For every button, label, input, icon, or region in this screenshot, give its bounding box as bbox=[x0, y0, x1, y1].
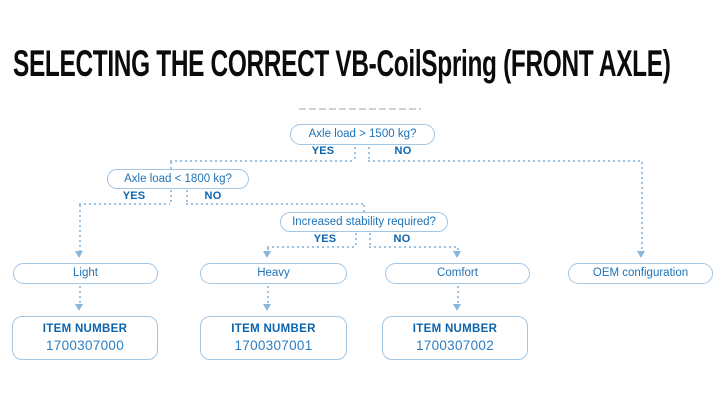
q1-no-drop-line bbox=[641, 162, 643, 251]
q3-no-label: NO bbox=[393, 233, 411, 245]
q1-no-label: NO bbox=[394, 145, 412, 157]
arrowhead-down-item3-icon bbox=[453, 304, 461, 311]
item-number-value: 1700307001 bbox=[234, 338, 313, 353]
question-axle-load-1800: Axle load < 1800 kg? bbox=[107, 169, 249, 189]
arrowhead-down-item1-icon bbox=[75, 304, 83, 311]
q2-no-stub-line bbox=[186, 190, 188, 203]
q1-yes-stub-line bbox=[354, 147, 356, 161]
q1-no-stub-line bbox=[368, 147, 370, 161]
item-number-heading: ITEM NUMBER bbox=[42, 323, 128, 335]
item-number-value: 1700307002 bbox=[415, 338, 495, 353]
heavy-item-connector-line bbox=[267, 286, 269, 304]
item-box-light: ITEM NUMBER 1700307000 bbox=[12, 316, 158, 360]
q3-no-drop-line bbox=[457, 248, 459, 251]
q1-yes-drop-line bbox=[170, 162, 172, 170]
outcome-comfort: Comfort bbox=[385, 263, 530, 284]
question-axle-load-1500: Axle load > 1500 kg? bbox=[290, 124, 435, 145]
item-number-heading: ITEM NUMBER bbox=[231, 323, 316, 335]
page-title: SELECTING THE CORRECT VB-CoilSpring (FRO… bbox=[13, 43, 671, 84]
entry-line bbox=[299, 108, 421, 110]
item-number-heading: ITEM NUMBER bbox=[412, 323, 498, 335]
q2-yes-label: YES bbox=[122, 190, 146, 202]
arrowhead-down-light-icon bbox=[75, 251, 83, 258]
outcome-light: Light bbox=[13, 263, 158, 284]
q2-yes-stub-line bbox=[170, 190, 172, 203]
q3-no-branch-line bbox=[369, 246, 457, 248]
arrowhead-down-comfort-icon bbox=[453, 251, 461, 258]
item-box-comfort: ITEM NUMBER 1700307002 bbox=[382, 316, 528, 360]
q2-no-branch-line bbox=[186, 203, 363, 205]
question-increased-stability: Increased stability required? bbox=[280, 212, 448, 232]
comfort-item-connector-line bbox=[457, 286, 459, 304]
arrowhead-down-oem-icon bbox=[637, 251, 645, 258]
q3-yes-stub-line bbox=[355, 233, 357, 246]
q3-yes-branch-line bbox=[267, 246, 355, 248]
q3-yes-drop-line bbox=[267, 248, 269, 251]
q2-yes-drop-line bbox=[79, 205, 81, 251]
q2-no-drop-line bbox=[363, 205, 365, 212]
outcome-heavy: Heavy bbox=[200, 263, 347, 284]
q3-no-stub-line bbox=[369, 233, 371, 246]
q1-no-branch-line bbox=[368, 160, 641, 162]
q2-no-label: NO bbox=[204, 190, 222, 202]
q3-yes-label: YES bbox=[313, 233, 337, 245]
outcome-oem-configuration: OEM configuration bbox=[568, 263, 713, 284]
item-number-value: 1700307000 bbox=[45, 338, 125, 353]
q1-yes-branch-line bbox=[170, 160, 354, 162]
arrowhead-down-heavy-icon bbox=[263, 251, 271, 258]
q2-yes-branch-line bbox=[79, 203, 170, 205]
item-box-heavy: ITEM NUMBER 1700307001 bbox=[200, 316, 347, 360]
q1-yes-label: YES bbox=[311, 145, 335, 157]
light-item-connector-line bbox=[79, 286, 81, 304]
arrowhead-down-item2-icon bbox=[263, 304, 271, 311]
